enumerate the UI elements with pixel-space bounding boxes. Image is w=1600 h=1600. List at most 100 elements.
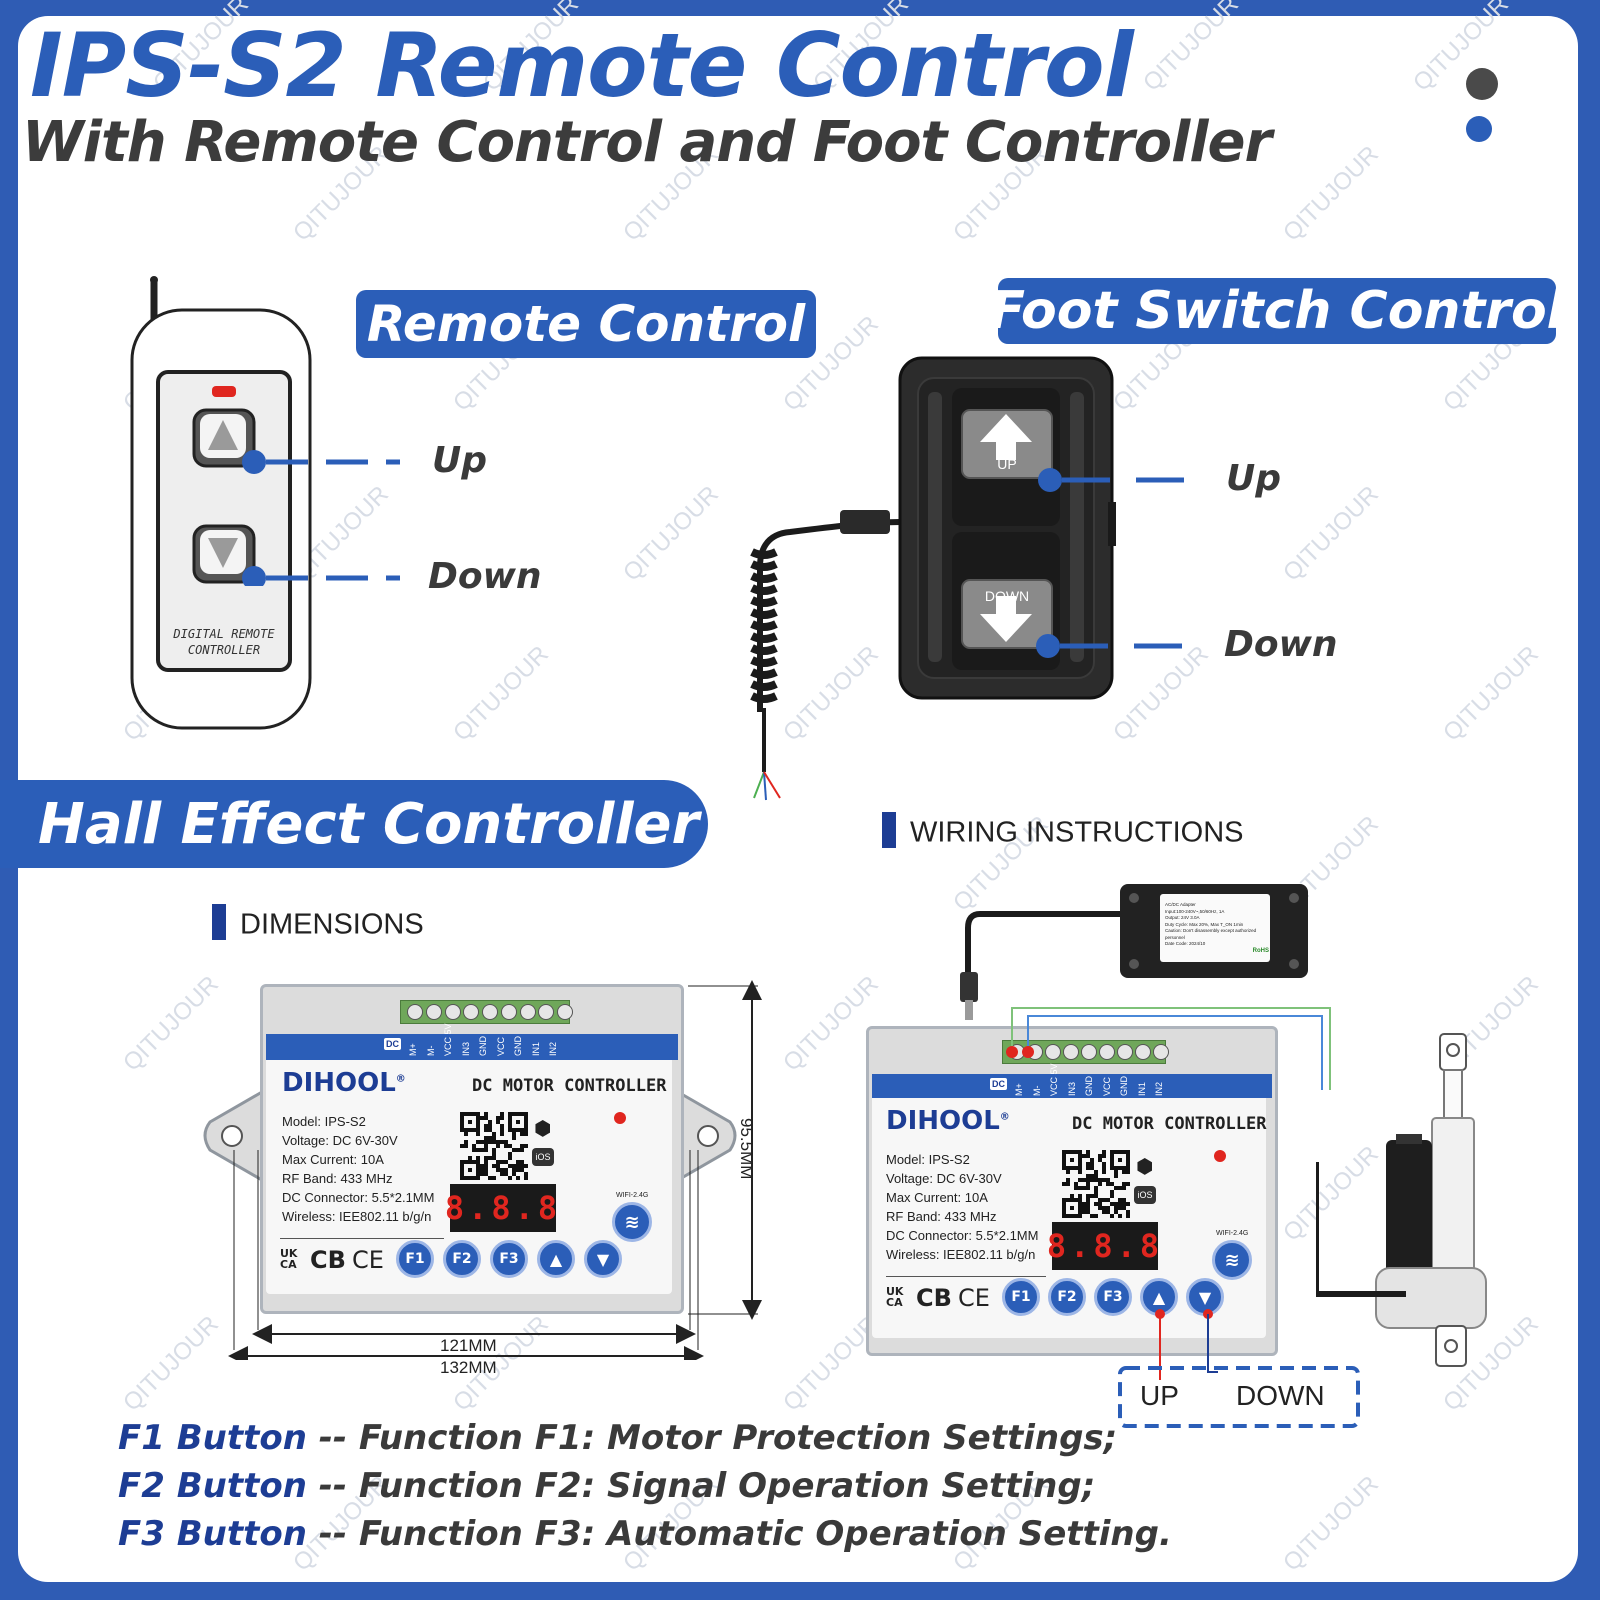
adapter-label-line2: Input:100-240V~,50/60Hz, 1A <box>1165 908 1225 914</box>
terminal-screw <box>407 1004 423 1020</box>
ios-badge: iOS <box>532 1148 554 1166</box>
foot-callout-lines <box>1036 468 1194 658</box>
f1-button-name: F1 Button <box>118 1418 307 1458</box>
terminal-screw <box>1135 1044 1151 1060</box>
wiring-down-label: DOWN <box>1236 1380 1325 1411</box>
seven-segment-display-wiring: 8.8.8 <box>1047 1222 1159 1270</box>
f2-button-wiring: F2 <box>1048 1278 1086 1316</box>
spec-connector-wiring: DC Connector: 5.5*2.1MM <box>886 1228 1039 1243</box>
terminal-screw <box>425 1004 442 1020</box>
spec-divider-wiring <box>886 1276 1046 1277</box>
adapter-label-line4: Duty Cycle: Max 20%, Max T_ON 1min <box>1165 921 1244 927</box>
terminal-block-wiring <box>1002 1040 1169 1064</box>
spec-current: Max Current: 10A <box>282 1152 384 1167</box>
terminal-screw <box>444 1004 461 1020</box>
cb-mark: CB <box>310 1246 346 1274</box>
foot-switch-illustration <box>750 356 1116 801</box>
brand-logo: DIHOOL® <box>282 1068 406 1098</box>
dim-height: 95.5MM <box>737 1118 756 1180</box>
qr-code-icon <box>460 1112 528 1180</box>
wifi-label: WIFI-2.4G <box>616 1192 649 1199</box>
adapter-label-line6: personnel <box>1165 934 1185 940</box>
qr-code-icon <box>1062 1150 1130 1218</box>
linear-actuator-illustration <box>1316 1033 1487 1367</box>
product-name-wiring: DC MOTOR CONTROLLER <box>1072 1114 1267 1134</box>
down-button: ▼ <box>584 1240 622 1278</box>
f3-description: Function F3: Automatic Operation Setting… <box>358 1514 1172 1554</box>
ukca-bottom: CA <box>280 1258 297 1271</box>
cb-mark-wiring: CB <box>916 1284 952 1312</box>
remote-down-label: Down <box>428 556 542 597</box>
up-button-wiring: ▲ <box>1140 1278 1178 1316</box>
spec-voltage: Voltage: DC 6V-30V <box>282 1133 398 1148</box>
remote-up-label: Up <box>432 440 488 481</box>
spec-model: Model: IPS-S2 <box>282 1114 366 1129</box>
remote-device-label-line1: DIGITAL REMOTE <box>173 627 275 641</box>
adapter-label-line5: Caution: Don't disassembly except author… <box>1165 928 1257 933</box>
adapter-label-line1: AC/DC Adapter <box>1165 902 1196 907</box>
ios-badge-wiring: iOS <box>1134 1186 1156 1204</box>
f2-button: F2 <box>443 1240 481 1278</box>
page-subtitle: With Remote Control and Foot Controller <box>22 110 1272 175</box>
brand-logo-wiring: DIHOOL® <box>886 1106 1010 1136</box>
ukca-bottom-wiring: CA <box>886 1296 903 1309</box>
spec-list-wiring: Model: IPS-S2 Voltage: DC 6V-30V Max Cur… <box>886 1150 1038 1264</box>
terminal-screw <box>1045 1044 1061 1060</box>
f3-button: F3 <box>490 1240 528 1278</box>
f2-description: Function F2: Signal Operation Setting; <box>358 1466 1096 1506</box>
function-line-f2: F2 Button -- Function F2: Signal Operati… <box>118 1466 1095 1506</box>
remote-control-illustration <box>130 276 312 730</box>
terminal-block <box>400 1000 573 1024</box>
function-line-f1: F1 Button -- Function F1: Motor Protecti… <box>118 1418 1117 1458</box>
f1-sep: -- <box>318 1418 347 1458</box>
terminal-screw <box>538 1004 555 1020</box>
foot-up-button-text: UP <box>997 456 1017 472</box>
ukca-top-wiring: UK <box>886 1285 904 1298</box>
wiring-heading: WIRING INSTRUCTIONS <box>882 812 1244 852</box>
adapter-label-line3: Output: 24V 3.0A <box>1165 915 1200 920</box>
spec-wireless: Wireless: IEE802.11 b/g/n <box>282 1209 432 1224</box>
terminal-screw <box>519 1004 536 1020</box>
spec-list: Model: IPS-S2 Voltage: DC 6V-30V Max Cur… <box>282 1112 434 1226</box>
f3-button-wiring: F3 <box>1094 1278 1132 1316</box>
wiring-up-label: UP <box>1140 1380 1179 1411</box>
page-title: IPS-S2 Remote Control <box>30 14 1134 117</box>
f2-button-name: F2 Button <box>118 1466 307 1506</box>
wiring-heading-text: WIRING INSTRUCTIONS <box>910 816 1244 849</box>
status-led <box>614 1112 626 1124</box>
foot-switch-heading: Foot Switch Control <box>990 278 1565 344</box>
brand-mark: ® <box>395 1073 406 1085</box>
dimensions-heading: DIMENSIONS <box>212 904 424 944</box>
foot-down-label: Down <box>1224 624 1338 665</box>
android-icon: ⬢ <box>1136 1156 1154 1178</box>
remote-device-label: DIGITAL REMOTE CONTROLLER <box>164 626 284 658</box>
dim-outer-width: 132MM <box>440 1358 497 1377</box>
foot-down-button-text: DOWN <box>984 588 1030 604</box>
wifi-icon: ≋ <box>1212 1240 1252 1280</box>
spec-connector: DC Connector: 5.5*2.1MM <box>282 1190 435 1205</box>
f1-description: Function F1: Motor Protection Settings; <box>358 1418 1118 1458</box>
terminal-screw <box>1081 1044 1097 1060</box>
f3-sep: -- <box>318 1514 347 1554</box>
dimensions-heading-bar <box>212 904 226 940</box>
brand-mark-wiring: ® <box>999 1111 1010 1123</box>
ukca-top: UK <box>280 1247 298 1260</box>
spec-wireless-wiring: Wireless: IEE802.11 b/g/n <box>886 1247 1036 1262</box>
brand-name-wiring: DIHOOL <box>886 1106 1000 1136</box>
adapter-label: AC/DC Adapter Input:100-240V~,50/60Hz, 1… <box>1165 902 1269 954</box>
terminal-screw <box>557 1004 573 1020</box>
dc-badge: DC <box>990 1078 1007 1090</box>
dimensions-heading-text: DIMENSIONS <box>240 908 424 941</box>
foot-up-label: Up <box>1226 458 1282 499</box>
terminal-screw <box>482 1004 498 1020</box>
terminal-screw <box>500 1004 517 1020</box>
blue-dot-icon <box>1466 116 1492 142</box>
spec-divider <box>280 1238 444 1239</box>
brand-name: DIHOOL <box>282 1068 396 1098</box>
down-button-wiring: ▼ <box>1186 1278 1224 1316</box>
spec-model-wiring: Model: IPS-S2 <box>886 1152 970 1167</box>
up-down-callout <box>1118 1309 1360 1428</box>
